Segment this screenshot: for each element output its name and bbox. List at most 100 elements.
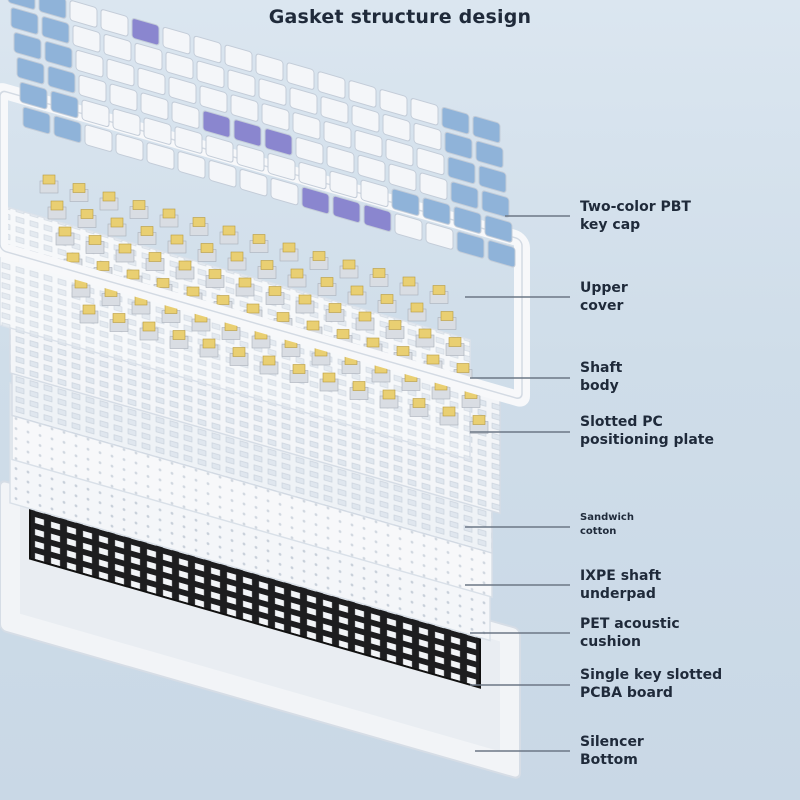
switch-stem xyxy=(230,251,244,262)
keycap xyxy=(382,114,411,142)
keycap xyxy=(267,153,296,181)
keycap xyxy=(19,81,48,110)
keycap xyxy=(261,103,290,131)
label-silencer-bottom: Silencer Bottom xyxy=(580,734,644,768)
switch-stem xyxy=(290,268,304,279)
switch-stem xyxy=(232,347,246,357)
keycap xyxy=(472,115,501,144)
keycap xyxy=(75,50,104,78)
label-sandwich-cotton: Sandwich cotton xyxy=(580,512,634,537)
keycap xyxy=(131,18,160,46)
keycap xyxy=(165,51,194,80)
switch-stem xyxy=(102,191,116,202)
keycap xyxy=(202,110,231,138)
keycap xyxy=(422,197,451,225)
keycap xyxy=(323,121,352,149)
keycap xyxy=(174,126,203,154)
keycap xyxy=(13,32,42,60)
keycap xyxy=(286,62,315,90)
keycap xyxy=(357,154,386,183)
switch-stem xyxy=(162,208,176,219)
switch-stem xyxy=(50,200,64,211)
switch-stem xyxy=(440,311,454,321)
switch-stem xyxy=(142,321,156,332)
keycap xyxy=(394,213,423,241)
switch-stem xyxy=(388,320,402,330)
switch-stem xyxy=(82,304,96,315)
keycap xyxy=(487,240,516,268)
keycap xyxy=(478,165,507,193)
switch-stem xyxy=(170,234,184,245)
keycap xyxy=(475,140,504,169)
switch-stem xyxy=(432,285,446,295)
keycap xyxy=(388,163,417,192)
keycap xyxy=(50,90,79,119)
switch-stem xyxy=(320,277,334,287)
switch-stem xyxy=(192,217,206,227)
keycap xyxy=(419,172,448,200)
switch-stem xyxy=(126,269,140,280)
keycap xyxy=(103,34,132,62)
keycap xyxy=(348,80,377,108)
keycap xyxy=(264,128,293,156)
switch-stem xyxy=(96,261,110,271)
keycap xyxy=(317,71,346,99)
switch-stem xyxy=(186,286,200,297)
keycap xyxy=(7,0,36,10)
keycap xyxy=(239,169,268,197)
keycap xyxy=(363,204,392,232)
switch-stem xyxy=(118,243,132,254)
switch-stem xyxy=(202,338,216,349)
keycap xyxy=(193,35,222,64)
keycap xyxy=(16,57,45,85)
keycap xyxy=(47,65,76,94)
keycap xyxy=(177,151,206,179)
keycap xyxy=(196,60,225,89)
keycap xyxy=(41,16,70,44)
keycap xyxy=(78,74,107,103)
label-pet-cushion: PET acoustic cushion xyxy=(580,616,680,650)
keycap xyxy=(484,215,513,243)
keycap xyxy=(360,179,389,208)
switch-stem xyxy=(426,354,440,365)
switch-stem xyxy=(472,415,486,425)
switch-stem xyxy=(88,235,102,245)
switch-stem xyxy=(418,328,432,339)
keycap xyxy=(224,44,253,73)
switch-stem xyxy=(328,303,342,313)
keycap xyxy=(270,177,299,206)
keycap xyxy=(391,188,420,216)
keycap xyxy=(134,42,163,71)
switch-stem xyxy=(276,312,290,322)
switch-stem xyxy=(140,226,154,236)
keycap xyxy=(10,7,39,35)
keycap xyxy=(329,170,358,199)
keycap xyxy=(162,26,191,55)
switch-stem xyxy=(42,174,56,185)
keycap xyxy=(441,106,470,135)
keycap xyxy=(413,122,442,151)
keycap xyxy=(416,147,445,176)
keycap xyxy=(205,135,234,163)
switch-stem xyxy=(132,200,146,210)
switch-stem xyxy=(312,251,326,261)
switch-stem xyxy=(72,183,86,193)
keycap xyxy=(450,181,479,209)
switch-stem xyxy=(442,406,456,417)
keycap xyxy=(453,206,482,234)
switch-stem xyxy=(322,372,336,383)
keycaps-layer xyxy=(7,0,516,268)
keycap xyxy=(481,190,510,218)
switch-stem xyxy=(178,260,192,271)
keycap xyxy=(410,98,439,126)
switch-stem xyxy=(410,302,424,313)
keycap xyxy=(137,67,166,96)
keycap xyxy=(171,101,200,129)
switch-stem xyxy=(156,278,170,288)
switch-stem xyxy=(262,355,276,366)
switch-stem xyxy=(448,337,462,347)
switch-stem xyxy=(292,364,306,374)
keycap xyxy=(22,106,51,135)
switch-stem xyxy=(456,363,470,373)
